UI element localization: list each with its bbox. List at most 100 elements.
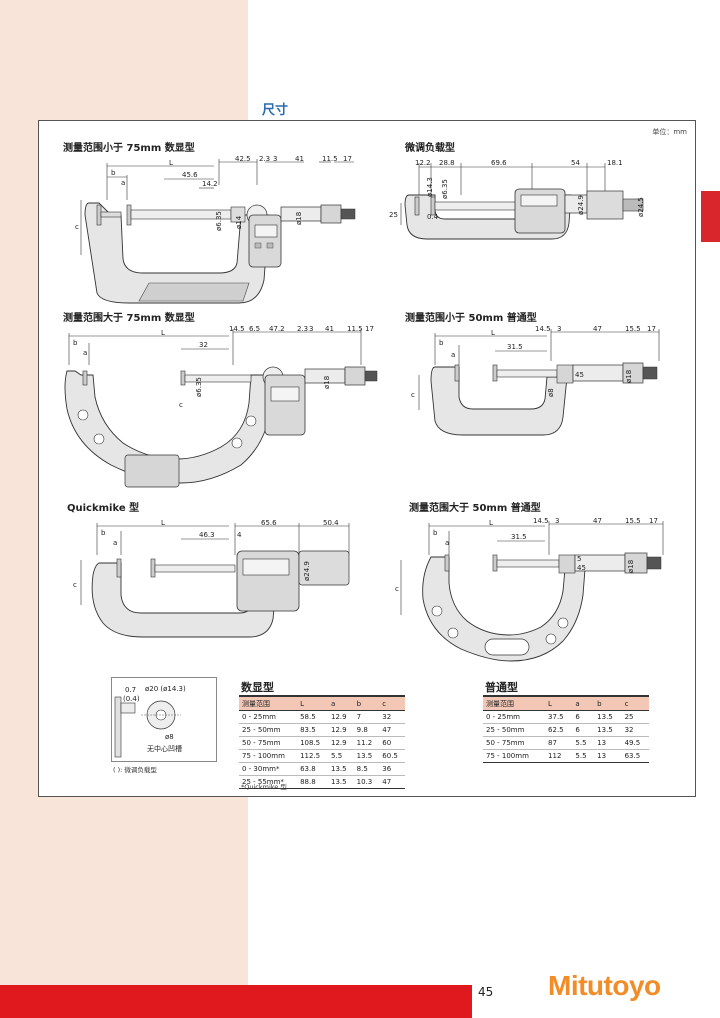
dim-phi-24-5: ø24.5 <box>637 197 645 217</box>
dim-a: a <box>83 349 87 357</box>
dim-c: c <box>411 391 415 399</box>
cell: 12.9 <box>328 723 354 737</box>
col-header: c <box>621 695 649 711</box>
panel-title-fine-load: 微调负载型 <box>405 143 455 154</box>
cell: 5.5 <box>328 749 354 763</box>
table-footnote: *Quickmike 型 <box>241 783 287 791</box>
cell: 58.5 <box>297 710 329 724</box>
scale-45: 45 <box>577 564 586 572</box>
dim-47: 47 <box>593 517 602 525</box>
cell: 108.5 <box>297 736 329 750</box>
cell: 87 <box>545 736 573 750</box>
dim-phi-6-35: ø6.35 <box>195 377 203 397</box>
dim-18-1: 18.1 <box>607 159 623 167</box>
cell: 0 - 25mm <box>483 710 546 724</box>
cell: 50 - 75mm <box>483 736 546 750</box>
dim-4: 4 <box>237 531 242 539</box>
cell: 25 - 55mm* <box>239 775 298 789</box>
panel-title-digital-under-75: 测量范围小于 75mm 数显型 <box>63 143 195 154</box>
dim-b: b <box>73 339 78 347</box>
dim-c: c <box>395 585 399 593</box>
dim-a: a <box>451 351 455 359</box>
table-title-standard: 普通型 <box>485 681 518 694</box>
cell: 25 - 50mm <box>483 723 546 737</box>
col-header: b <box>594 695 622 711</box>
col-header: 测量范围 <box>239 695 298 711</box>
cell: 10.3 <box>353 775 380 789</box>
dim-phi-18: ø18 <box>295 212 303 225</box>
drawing-standard-under-50: b a L 31.5 14.5 3 47 15.5 17 c ø8 ø18 45 <box>411 325 660 436</box>
section-title: 尺寸 <box>262 103 289 118</box>
dim-46-3: 46.3 <box>199 531 215 539</box>
cell: 62.5 <box>545 723 573 737</box>
dim-phi-14: ø14 <box>235 215 243 229</box>
drawing-standard-over-50: b a L 31.5 14.5 3 47 15.5 17 c ø18 5 45 <box>395 517 664 662</box>
dim-b: b <box>433 529 438 537</box>
cell: 13.5 <box>328 775 354 789</box>
dim-L: L <box>169 159 173 167</box>
cell: 7 <box>353 710 380 724</box>
panel-title-quickmike: Quickmike 型 <box>67 503 140 514</box>
cell: 32 <box>379 710 405 724</box>
dim-phi-8: ø8 <box>547 388 555 397</box>
dim-phi-14-3: ø14.3 <box>426 177 434 197</box>
dim-phi-24-9: ø24.9 <box>577 195 585 215</box>
dim-b: b <box>439 339 444 347</box>
panel-title-standard-under-50: 测量范围小于 50mm 普通型 <box>405 313 537 324</box>
anvil-detail-inset: 0.7 (0.4) ø20 (ø14.3) ø8 无中心凹槽 <box>111 677 217 762</box>
cell: 8.5 <box>353 762 380 776</box>
drawing-quickmike: b a L 46.3 4 65.6 50.4 c ø24.9 <box>73 519 350 638</box>
cell: 112.5 <box>297 749 329 763</box>
dim-phi-6-35-fine: ø6.35 <box>441 179 449 199</box>
cell: 5.5 <box>572 749 595 763</box>
cell: 11.2 <box>353 736 380 750</box>
dim-L: L <box>489 519 493 527</box>
cell: 88.8 <box>297 775 329 789</box>
dim-phi-6-35: ø6.35 <box>215 211 223 231</box>
dim-17: 17 <box>343 155 352 163</box>
dim-25: 25 <box>389 211 398 219</box>
dim-3: 3 <box>557 325 561 333</box>
dim-a: a <box>445 539 449 547</box>
dim-3: 3 <box>273 155 277 163</box>
col-header: 测量范围 <box>483 695 546 711</box>
dim-c: c <box>73 581 77 589</box>
col-header: c <box>379 695 405 711</box>
cell: 37.5 <box>545 710 573 724</box>
dim-65-6: 65.6 <box>261 519 277 527</box>
dim-15-5: 15.5 <box>625 517 641 525</box>
cell: 83.5 <box>297 723 329 737</box>
dim-41: 41 <box>295 155 304 163</box>
dim-11-5: 11.5 <box>347 325 363 333</box>
dim-3: 3 <box>555 517 559 525</box>
inset-center-label: 无中心凹槽 <box>147 744 182 753</box>
dim-42-5: 42.5 <box>235 155 251 163</box>
dim-14-2: 14.2 <box>202 180 218 188</box>
dim-50-4: 50.4 <box>323 519 339 527</box>
dim-14-5: 14.5 <box>229 325 245 333</box>
cell: 13.5 <box>594 723 622 737</box>
dim-a: a <box>113 539 117 547</box>
cell: 9.8 <box>353 723 380 737</box>
cell: 63.8 <box>297 762 329 776</box>
dim-11-5: 11.5 <box>322 155 338 163</box>
cell: 36 <box>379 762 405 776</box>
dim-69-6: 69.6 <box>491 159 507 167</box>
dim-17: 17 <box>647 325 656 333</box>
cell: 13.5 <box>353 749 380 763</box>
col-header: L <box>297 695 329 711</box>
dim-31-5: 31.5 <box>507 343 523 351</box>
cell: 6 <box>572 710 595 724</box>
inset-caption: ( ): 微调负载型 <box>113 766 157 774</box>
dim-41: 41 <box>325 325 334 333</box>
cell: 75 - 100mm <box>483 749 546 763</box>
dim-0-4: 0.4 <box>427 213 439 221</box>
cell: 12.9 <box>328 710 354 724</box>
